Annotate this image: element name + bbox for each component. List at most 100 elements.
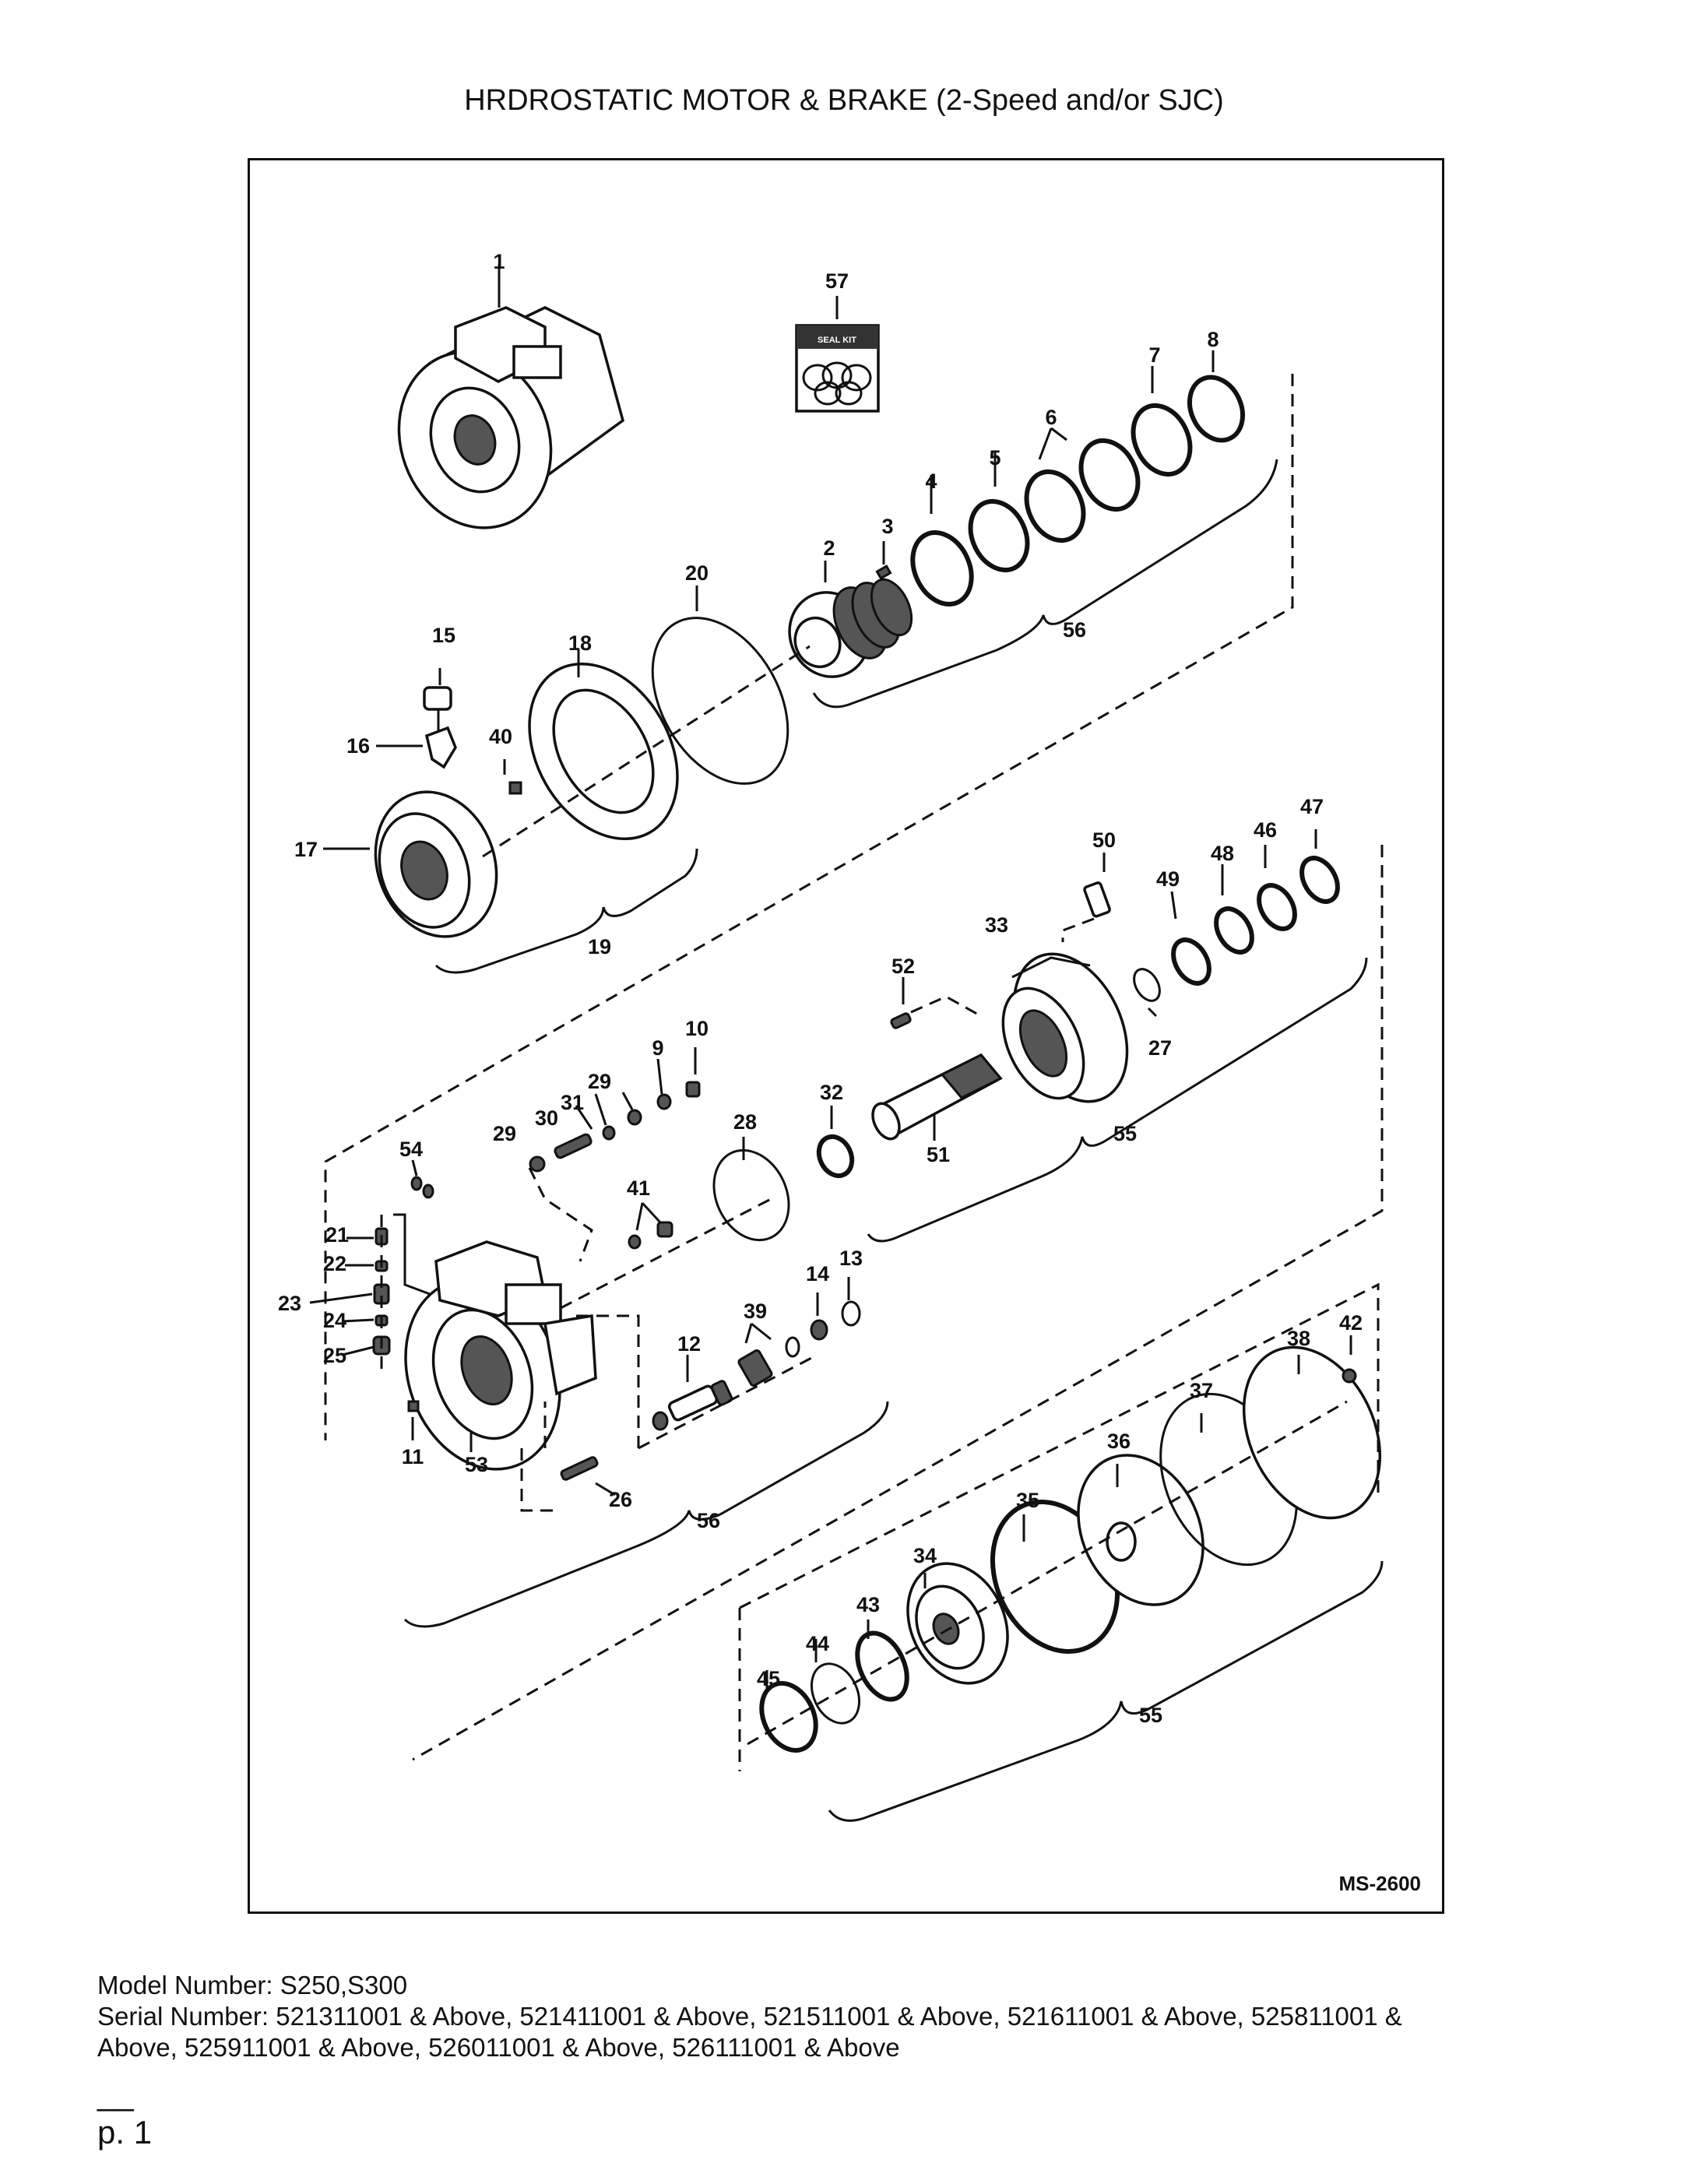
bracket-56-lower xyxy=(403,1401,889,1628)
bracket-56-upper xyxy=(812,459,1278,709)
callout-6: 6 xyxy=(1045,406,1057,429)
part-spool-pieces-12-39 xyxy=(576,1277,861,1450)
dashed-boundary-middle xyxy=(412,845,1384,1761)
serial-number-line-1: Serial Number: 521311001 & Above, 521411… xyxy=(97,2002,1402,2031)
callout-49: 49 xyxy=(1156,867,1180,891)
callout-39: 39 xyxy=(744,1299,767,1323)
part-end-cap xyxy=(323,790,498,938)
part-valve-pieces xyxy=(410,1047,701,1262)
callout-54: 54 xyxy=(399,1138,423,1161)
part-brake-stack xyxy=(759,1335,1382,1753)
dashed-axis-middle xyxy=(560,1198,772,1310)
part-oring-large-upper xyxy=(651,586,789,785)
callout-4: 4 xyxy=(925,470,937,493)
callout-7: 7 xyxy=(1148,343,1160,367)
callout-3: 3 xyxy=(881,515,893,538)
part-stator xyxy=(528,650,679,841)
callout-38: 38 xyxy=(1287,1327,1310,1350)
serial-number-line-2: Above, 525911001 & Above, 526011001 & Ab… xyxy=(97,2033,900,2062)
callout-19: 19 xyxy=(588,935,611,958)
drawing-code: MS-2600 xyxy=(1339,1872,1422,1895)
callout-12: 12 xyxy=(677,1332,701,1356)
part-ring-32 xyxy=(816,1106,855,1179)
callout-26: 26 xyxy=(609,1488,632,1511)
model-number-line: Model Number: S250,S300 xyxy=(97,1971,408,1999)
callout-22: 22 xyxy=(323,1252,346,1275)
callout-labels: 1 57 8 7 6 5 4 3 2 20 56 15 18 40 16 17 … xyxy=(278,250,1363,1727)
callout-57: 57 xyxy=(825,269,849,293)
callout-29-lower: 29 xyxy=(493,1122,516,1145)
part-fittings-15-16 xyxy=(376,668,522,795)
callout-30: 30 xyxy=(535,1106,558,1130)
callout-16: 16 xyxy=(346,734,370,758)
callout-34: 34 xyxy=(913,1544,937,1567)
callout-29-upper: 29 xyxy=(588,1070,611,1093)
callout-46: 46 xyxy=(1254,818,1277,842)
callout-50: 50 xyxy=(1092,828,1116,852)
part-seal-rings-upper xyxy=(910,350,1246,607)
dashed-boundary-lower xyxy=(738,1282,1380,1771)
callout-1: 1 xyxy=(493,250,505,273)
callout-44: 44 xyxy=(806,1632,829,1655)
callout-8: 8 xyxy=(1207,328,1219,351)
callout-23: 23 xyxy=(278,1292,301,1315)
diagram-frame xyxy=(248,158,1444,1914)
part-spool-valve xyxy=(788,541,913,678)
callout-5: 5 xyxy=(989,446,1000,470)
callout-27: 27 xyxy=(1148,1036,1172,1060)
callout-55-lower: 55 xyxy=(1139,1704,1162,1727)
callout-33: 33 xyxy=(985,913,1008,937)
callout-10: 10 xyxy=(685,1017,709,1040)
callout-40: 40 xyxy=(489,725,512,748)
callout-41: 41 xyxy=(627,1176,650,1200)
callout-31: 31 xyxy=(561,1091,584,1114)
part-motor-housing xyxy=(397,265,625,529)
callout-21: 21 xyxy=(325,1223,349,1247)
callout-32: 32 xyxy=(820,1081,843,1104)
callout-56-lower: 56 xyxy=(697,1509,720,1532)
bracket-55-lower xyxy=(828,1560,1384,1822)
seal-kit-label: SEAL KIT xyxy=(818,336,856,345)
callout-56-upper: 56 xyxy=(1063,618,1086,642)
part-brake-housing xyxy=(1001,952,1129,1103)
callout-42: 42 xyxy=(1339,1311,1363,1335)
callout-45: 45 xyxy=(757,1667,780,1690)
callout-52: 52 xyxy=(891,955,915,978)
callout-20: 20 xyxy=(685,561,709,585)
part-shaft-51 xyxy=(871,1053,1003,1141)
bracket-19 xyxy=(434,848,698,974)
callout-15: 15 xyxy=(432,624,455,647)
callout-43: 43 xyxy=(856,1593,880,1616)
callout-9: 9 xyxy=(652,1036,663,1060)
callout-25: 25 xyxy=(323,1344,346,1367)
callout-48: 48 xyxy=(1211,842,1234,865)
part-rings-46-49 xyxy=(1133,829,1340,1018)
page-title: HRDROSTATIC MOTOR & BRAKE (2-Speed and/o… xyxy=(464,84,1224,117)
callout-37: 37 xyxy=(1190,1379,1213,1402)
callout-17: 17 xyxy=(294,838,318,861)
callout-14: 14 xyxy=(806,1262,829,1285)
dashed-axis-lower xyxy=(747,1400,1348,1746)
callout-2: 2 xyxy=(823,536,835,560)
callout-18: 18 xyxy=(568,631,592,655)
part-pin-52 xyxy=(890,977,982,1029)
callout-28: 28 xyxy=(733,1110,757,1134)
page-mark: __ xyxy=(97,2075,134,2112)
page-number: p. 1 xyxy=(97,2114,153,2151)
bracket-55-middle xyxy=(867,957,1368,1243)
part-seal-kit: SEAL KIT xyxy=(795,296,880,413)
part-pin-26 xyxy=(520,1401,616,1512)
callout-51: 51 xyxy=(927,1143,950,1166)
part-bolt-50 xyxy=(1061,853,1111,942)
callout-55-middle: 55 xyxy=(1113,1122,1137,1145)
callout-47: 47 xyxy=(1300,795,1324,818)
callout-13: 13 xyxy=(839,1247,863,1270)
part-valve-block-housing xyxy=(404,1240,597,1471)
part-oring-28 xyxy=(712,1137,790,1242)
part-side-pieces-21-25 xyxy=(309,1213,437,1370)
callout-24: 24 xyxy=(323,1309,346,1332)
dashed-axis-upper xyxy=(482,645,811,858)
callout-11: 11 xyxy=(402,1445,424,1468)
callout-35: 35 xyxy=(1016,1489,1039,1512)
